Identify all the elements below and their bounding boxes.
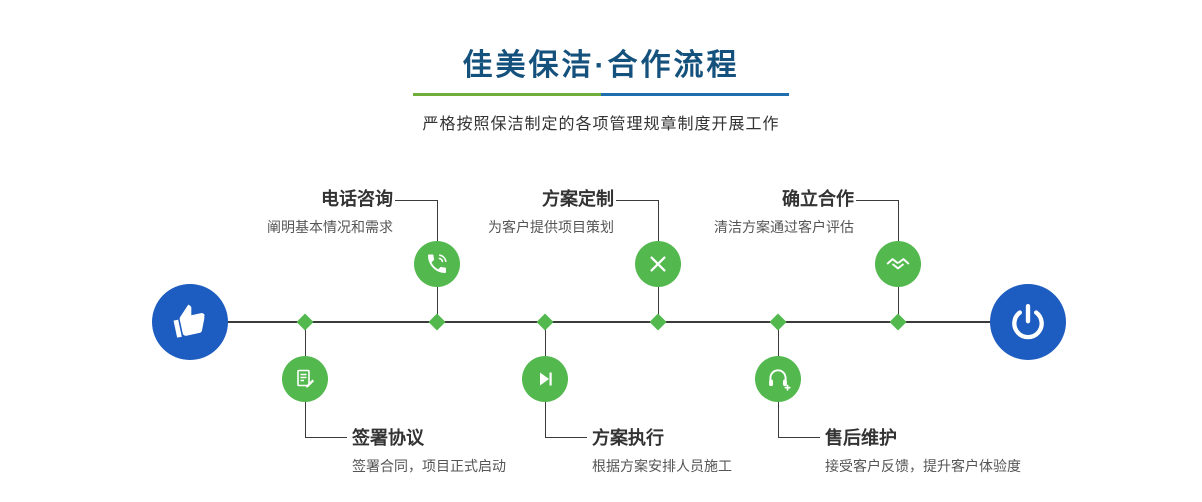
timeline-node-diamond (536, 313, 554, 331)
underline-blue-segment (601, 93, 789, 96)
connector-line (616, 200, 658, 201)
step-title: 方案执行 (592, 428, 664, 448)
step-node-after-sales (755, 356, 801, 402)
timeline-node-diamond (296, 313, 314, 331)
connector-line (545, 437, 587, 438)
step-desc: 为客户提供项目策划 (488, 219, 614, 235)
step-label-sign-agreement: 签署协议 签署合同，项目正式启动 (352, 427, 612, 475)
connector-line (778, 437, 820, 438)
power-icon (1008, 302, 1048, 342)
timeline-start-circle (152, 284, 228, 360)
play-icon (533, 367, 557, 391)
timeline-main-line (190, 321, 1028, 323)
timeline-node-diamond (649, 313, 667, 331)
step-desc: 根据方案安排人员施工 (592, 458, 732, 474)
headset-icon (765, 366, 791, 392)
step-node-sign-agreement (282, 356, 328, 402)
step-label-establish-coop: 确立合作 清洁方案通过客户评估 (624, 188, 854, 236)
phone-icon (425, 252, 449, 276)
page-subtitle: 严格按照保洁制定的各项管理规章制度开展工作 (422, 116, 780, 133)
step-label-after-sales: 售后维护 接受客户反馈，提升客户体验度 (825, 427, 1085, 475)
step-title: 电话咨询 (321, 189, 393, 209)
connector-line (856, 200, 898, 201)
step-title: 签署协议 (352, 428, 424, 448)
step-node-phone-consult (414, 241, 460, 287)
step-desc: 接受客户反馈，提升客户体验度 (825, 458, 1021, 474)
step-label-phone-consult: 电话咨询 阐明基本情况和需求 (163, 188, 393, 236)
step-desc: 签署合同，项目正式启动 (352, 458, 506, 474)
connector-line (395, 200, 437, 201)
step-desc: 阐明基本情况和需求 (267, 219, 393, 235)
step-title: 确立合作 (782, 189, 854, 209)
title-underline (413, 93, 789, 96)
step-label-plan-custom: 方案定制 为客户提供项目策划 (384, 188, 614, 236)
step-title: 售后维护 (825, 428, 897, 448)
contract-icon (293, 367, 317, 391)
pointing-hand-icon (171, 303, 209, 341)
crossed-tools-icon (646, 252, 670, 276)
step-node-plan-execute (522, 356, 568, 402)
step-node-establish-coop (875, 241, 921, 287)
timeline-node-diamond (889, 313, 907, 331)
step-label-plan-execute: 方案执行 根据方案安排人员施工 (592, 427, 852, 475)
step-node-plan-custom (635, 241, 681, 287)
connector-line (305, 437, 347, 438)
step-title: 方案定制 (542, 189, 614, 209)
underline-green-segment (413, 93, 601, 96)
handshake-icon (885, 251, 911, 277)
step-desc: 清洁方案通过客户评估 (714, 219, 854, 235)
timeline-node-diamond (769, 313, 787, 331)
timeline-end-circle (990, 284, 1066, 360)
page-title: 佳美保洁·合作流程 (462, 49, 740, 82)
timeline-node-diamond (428, 313, 446, 331)
